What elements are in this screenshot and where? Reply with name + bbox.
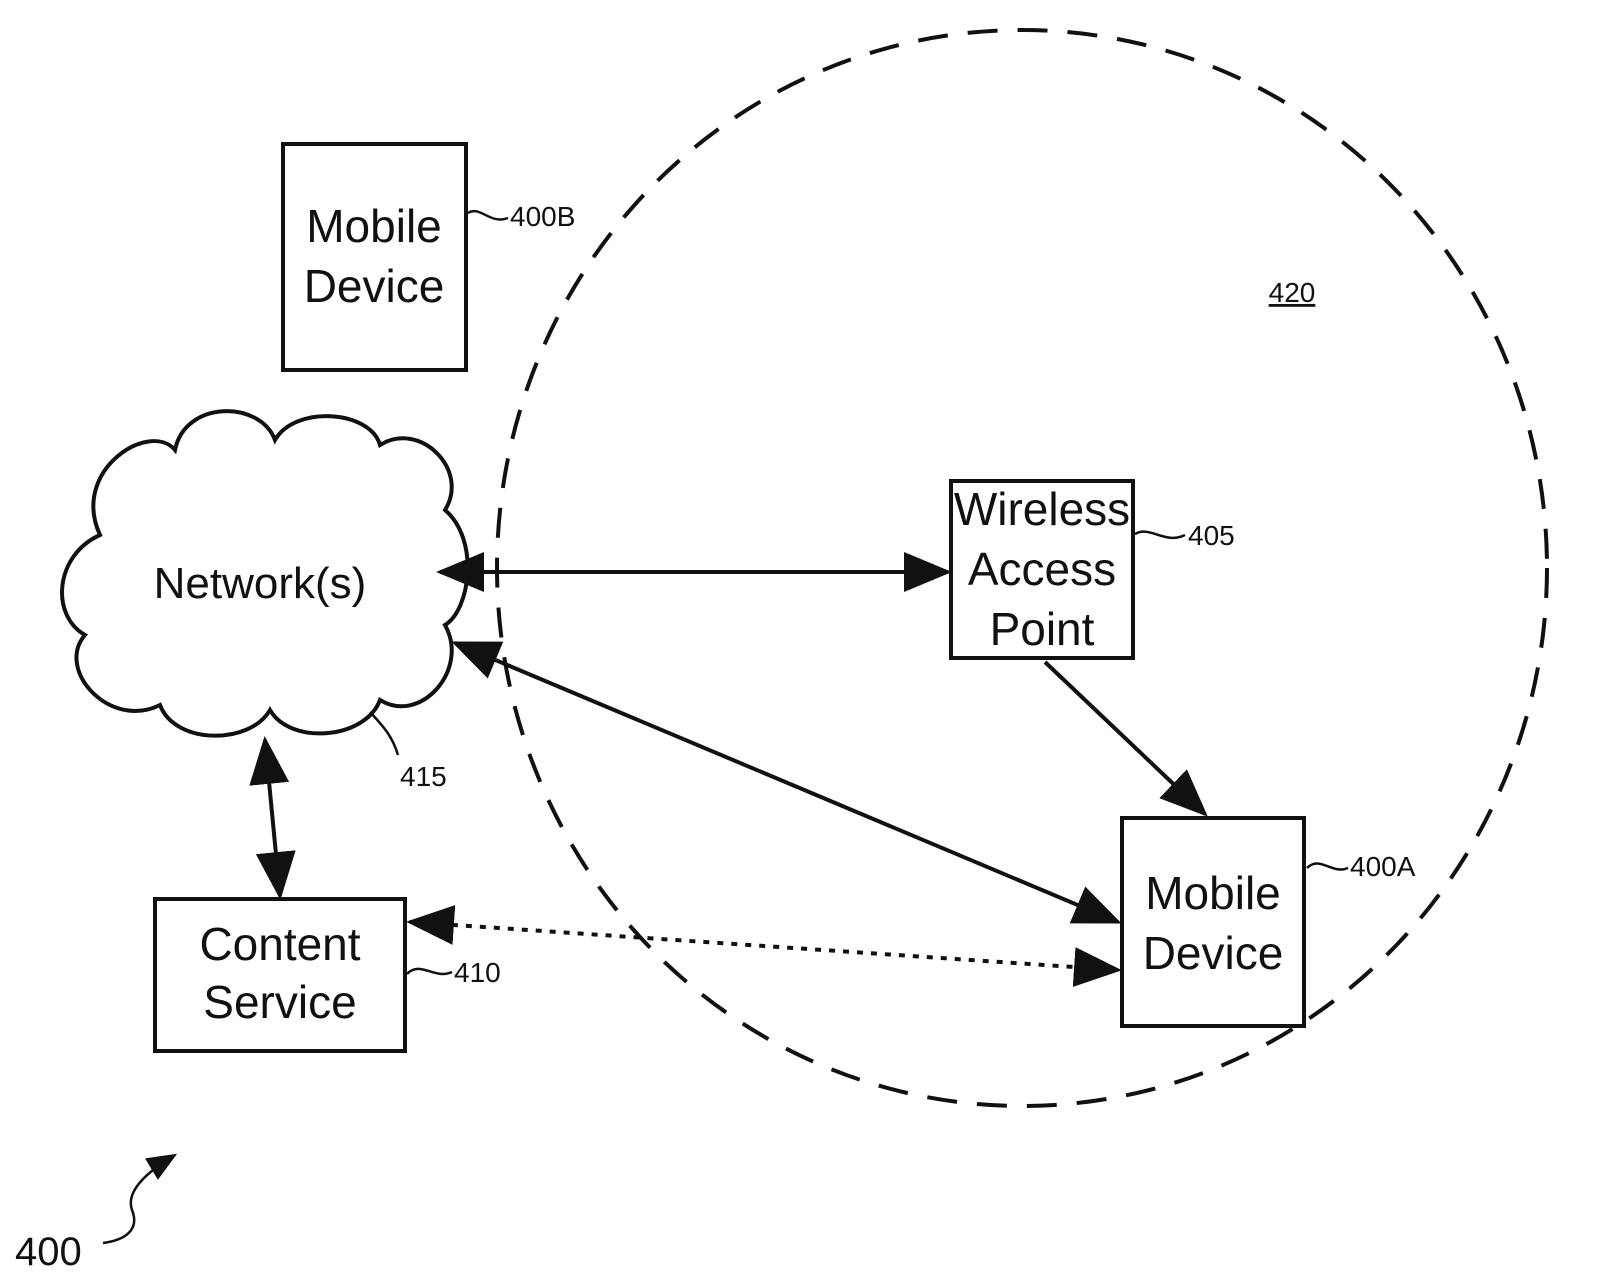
figure-number: 400	[15, 1230, 82, 1274]
mobile-device-a-label-line1: Mobile	[1145, 867, 1281, 919]
content-service-label-line2: Service	[203, 976, 356, 1028]
wireless-access-point-label-line1: Wireless	[954, 483, 1130, 535]
network-cloud: Network(s)	[60, 409, 470, 738]
content-service-label-line1: Content	[199, 918, 360, 970]
mobile-device-b-box	[281, 142, 468, 372]
network-label: Network(s)	[154, 559, 367, 608]
content-service-to-mobile-device-a-dotted-arrow	[406, 905, 1122, 987]
mobile-device-b-label-line2: Device	[304, 260, 445, 312]
network-to-mobile-device-a-arrow	[451, 641, 1122, 924]
wireless-access-point-ref: 405	[1188, 520, 1235, 551]
wireless-access-point-leader	[1134, 530, 1186, 540]
mobile-device-a-ref: 400A	[1350, 851, 1416, 882]
wireless-access-point-label-line2: Access	[968, 543, 1116, 595]
mobile-device-b-ref: 400B	[510, 201, 575, 232]
content-service-box	[153, 897, 407, 1053]
network-cloud-shape	[60, 409, 470, 738]
mobile-device-a: Mobile Device	[1120, 816, 1306, 1028]
coverage-area-ref: 420	[1269, 277, 1316, 308]
access-point-to-mobile-device-a-arrow	[1043, 660, 1208, 817]
wireless-access-point-box	[949, 479, 1135, 660]
mobile-device-a-box	[1120, 816, 1306, 1028]
network-leader	[369, 711, 400, 756]
content-service: Content Service	[153, 897, 407, 1053]
content-service-ref: 410	[454, 957, 501, 988]
mobile-device-a-leader	[1306, 862, 1349, 871]
mobile-device-b: Mobile Device	[281, 142, 468, 372]
wireless-access-point: Wireless Access Point	[949, 479, 1135, 660]
mobile-device-b-leader	[467, 209, 509, 221]
mobile-device-a-label-line2: Device	[1143, 927, 1284, 979]
content-service-leader	[406, 967, 453, 976]
figure-number-leader	[102, 1153, 178, 1245]
network-to-content-service-arrow	[249, 736, 296, 900]
wireless-access-point-label-line3: Point	[990, 603, 1095, 655]
mobile-device-b-label-line1: Mobile	[306, 200, 442, 252]
network-ref: 415	[400, 761, 447, 792]
